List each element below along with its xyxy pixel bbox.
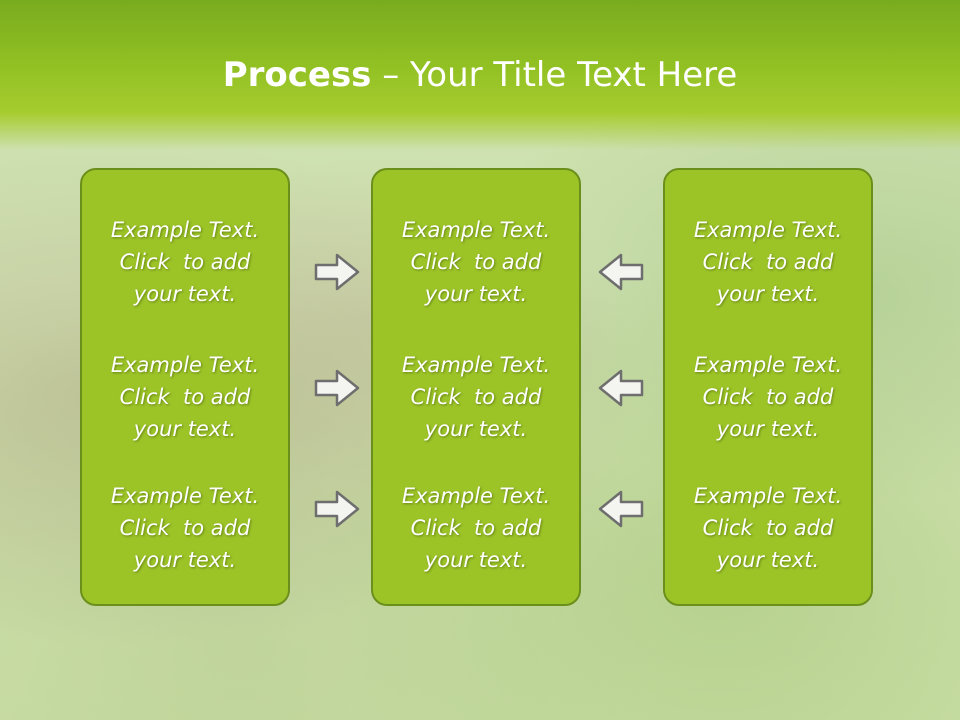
text-line: your text.	[716, 282, 820, 306]
text-line: your text.	[133, 282, 237, 306]
left-arrow-icon	[598, 253, 644, 291]
left-arrow-icon	[598, 369, 644, 407]
text-line: Click to add	[119, 385, 251, 409]
text-line: your text.	[716, 548, 820, 572]
text-line: Click to add	[410, 516, 542, 540]
text-line: Click to add	[702, 516, 834, 540]
text-line: your text.	[424, 548, 528, 572]
text-block[interactable]: Example Text. Click to add your text.	[665, 480, 871, 576]
process-box-left[interactable]: Example Text. Click to add your text. Ex…	[80, 168, 290, 606]
text-line: Example Text.	[110, 218, 260, 242]
text-block[interactable]: Example Text. Click to add your text.	[665, 214, 871, 310]
text-line: Click to add	[119, 516, 251, 540]
text-block[interactable]: Example Text. Click to add your text.	[373, 480, 579, 576]
text-line: Example Text.	[401, 484, 551, 508]
text-block[interactable]: Example Text. Click to add your text.	[665, 349, 871, 445]
text-line: Click to add	[410, 250, 542, 274]
process-box-center[interactable]: Example Text. Click to add your text. Ex…	[371, 168, 581, 606]
text-line: Example Text.	[693, 484, 843, 508]
text-line: your text.	[133, 417, 237, 441]
text-line: Example Text.	[693, 218, 843, 242]
right-arrow-icon	[314, 490, 360, 528]
text-line: your text.	[424, 417, 528, 441]
text-line: Example Text.	[693, 353, 843, 377]
process-box-right[interactable]: Example Text. Click to add your text. Ex…	[663, 168, 873, 606]
text-line: Click to add	[119, 250, 251, 274]
text-block[interactable]: Example Text. Click to add your text.	[373, 214, 579, 310]
right-arrow-icon	[314, 253, 360, 291]
title-banner	[0, 0, 960, 150]
text-block[interactable]: Example Text. Click to add your text.	[82, 214, 288, 310]
right-arrow-icon	[314, 369, 360, 407]
text-line: your text.	[716, 417, 820, 441]
title-rest-text: – Your Title Text Here	[371, 55, 738, 95]
slide-title[interactable]: Process – Your Title Text Here	[0, 50, 960, 100]
text-line: your text.	[424, 282, 528, 306]
text-line: Example Text.	[401, 218, 551, 242]
text-block[interactable]: Example Text. Click to add your text.	[82, 480, 288, 576]
left-arrow-icon	[598, 490, 644, 528]
text-line: Click to add	[702, 385, 834, 409]
text-line: Example Text.	[110, 353, 260, 377]
text-line: Example Text.	[401, 353, 551, 377]
text-line: Example Text.	[110, 484, 260, 508]
text-block[interactable]: Example Text. Click to add your text.	[373, 349, 579, 445]
text-line: your text.	[133, 548, 237, 572]
text-block[interactable]: Example Text. Click to add your text.	[82, 349, 288, 445]
text-line: Click to add	[702, 250, 834, 274]
title-bold-text: Process	[222, 55, 372, 95]
text-line: Click to add	[410, 385, 542, 409]
